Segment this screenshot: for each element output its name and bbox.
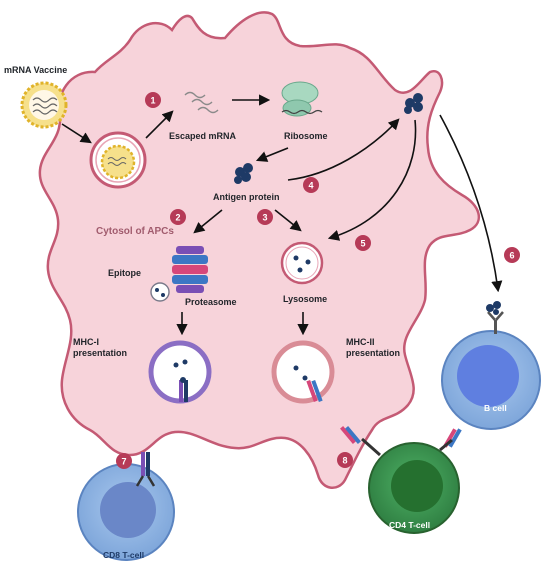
svg-text:5: 5 xyxy=(360,239,365,249)
svg-text:3: 3 xyxy=(262,213,267,223)
step-badge xyxy=(116,453,132,469)
step-badge xyxy=(337,452,353,468)
mhc2-vesicle-icon xyxy=(271,340,335,404)
epitope-icon xyxy=(150,282,170,302)
endosome-icon xyxy=(89,131,147,189)
svg-text:6: 6 xyxy=(509,251,514,261)
cd4-t-cell xyxy=(361,437,460,534)
svg-text:8: 8 xyxy=(342,456,347,466)
mhc1-label-line1: MHC-I xyxy=(73,337,99,347)
antigen-protein-label: Antigen protein xyxy=(213,192,280,202)
svg-text:4: 4 xyxy=(308,181,313,191)
antigen-protein-icon xyxy=(234,163,253,184)
apc-cell-membrane xyxy=(38,11,481,489)
step-badge xyxy=(257,209,273,225)
b-cell-label: B cell xyxy=(484,403,507,413)
b-cell xyxy=(441,301,541,448)
step-badge xyxy=(355,235,371,251)
ribosome-icon xyxy=(281,81,323,117)
vaccine-particle-icon xyxy=(20,81,68,129)
escaped-mrna-icon xyxy=(184,91,219,114)
proteasome-label: Proteasome xyxy=(185,297,237,307)
svg-text:7: 7 xyxy=(121,457,126,467)
mrna-vaccine-label: mRNA Vaccine xyxy=(4,65,67,75)
step-number: 1 xyxy=(150,96,155,106)
cd8-t-cell xyxy=(77,452,175,561)
svg-text:2: 2 xyxy=(175,213,180,223)
ribosome-label: Ribosome xyxy=(284,131,328,141)
step-badge xyxy=(145,92,161,108)
lysosome-label: Lysosome xyxy=(283,294,327,304)
step-badge xyxy=(303,177,319,193)
mhc2-label-line1: MHC-II xyxy=(346,337,375,347)
cd4-t-cell-label: CD4 T-cell xyxy=(389,520,430,530)
epitope-label: Epitope xyxy=(108,268,141,278)
extracellular-antigen-icon xyxy=(404,93,423,114)
lysosome-icon xyxy=(280,241,324,285)
step-badge xyxy=(170,209,186,225)
step-badge xyxy=(504,247,520,263)
mhc1-vesicle-icon xyxy=(148,340,212,404)
escaped-mrna-label: Escaped mRNA xyxy=(169,131,237,141)
cytosol-label: Cytosol of APCs xyxy=(96,226,174,237)
cd8-t-cell-label: CD8 T-cell xyxy=(103,550,144,560)
proteasome-icon xyxy=(172,246,208,293)
mhc2-label-line2: presentation xyxy=(346,348,400,358)
mhc1-label-line2: presentation xyxy=(73,348,127,358)
